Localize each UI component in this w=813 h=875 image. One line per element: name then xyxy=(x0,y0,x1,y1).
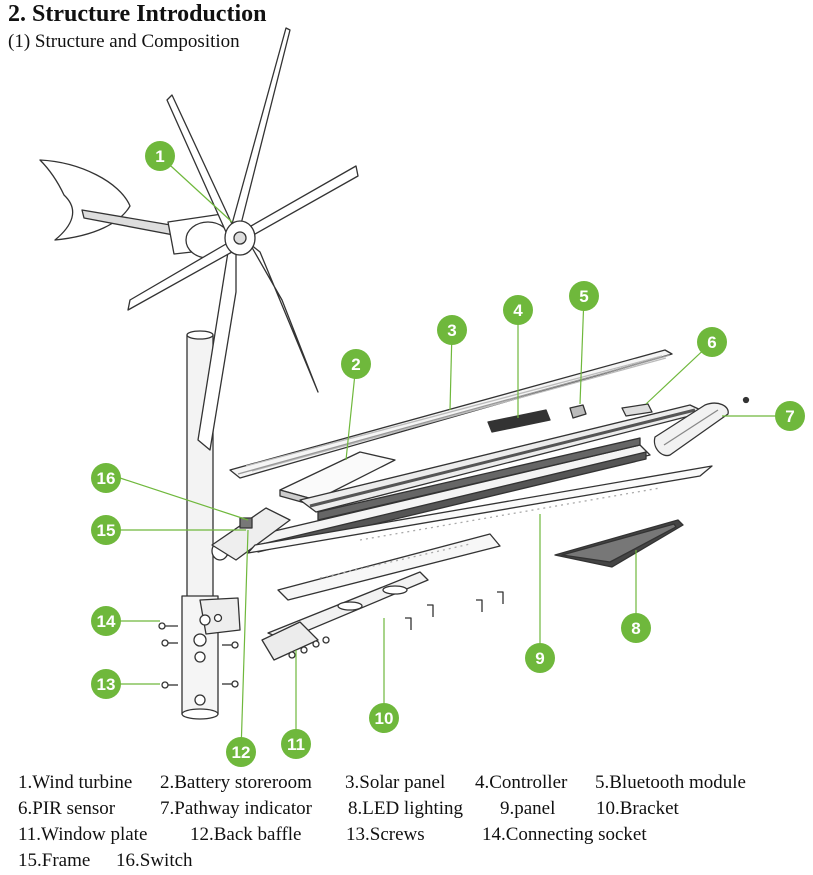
callout-number-15: 15 xyxy=(97,521,116,540)
legend-item-11: 11.Window plate xyxy=(18,824,148,845)
callout-number-6: 6 xyxy=(707,333,716,352)
led-lighting xyxy=(554,519,684,568)
legend-item-12: 12.Back baffle xyxy=(190,824,302,845)
callout-circle-2 xyxy=(341,349,371,379)
callout-circle-3 xyxy=(437,315,467,345)
bluetooth-module xyxy=(569,404,587,419)
callout-circle-12 xyxy=(226,737,256,767)
callout-number-5: 5 xyxy=(579,287,588,306)
leader-lines xyxy=(119,155,790,753)
legend-item-16: 16.Switch xyxy=(116,850,193,871)
pir-sensor xyxy=(621,403,653,417)
socket-screws xyxy=(158,622,239,689)
legend-item-4: 4.Controller xyxy=(475,772,568,793)
callout-circle-10 xyxy=(369,703,399,733)
callout-circle-5 xyxy=(569,281,599,311)
legend-item-15: 15.Frame xyxy=(18,850,91,871)
legend-item-10: 10.Bracket xyxy=(596,798,679,819)
callout-number-10: 10 xyxy=(375,709,394,728)
bracket xyxy=(261,571,429,661)
callout-circle-4 xyxy=(503,295,533,325)
callout-number-14: 14 xyxy=(97,612,116,631)
callout-number-7: 7 xyxy=(785,407,794,426)
callout-circle-6 xyxy=(697,327,727,357)
callout-number-11: 11 xyxy=(287,735,305,754)
page-title: 2. Structure Introduction xyxy=(8,1,267,27)
callout-circle-14 xyxy=(91,606,121,636)
legend-item-13: 13.Screws xyxy=(346,824,425,845)
callout-number-8: 8 xyxy=(631,619,640,638)
callout-circle-13 xyxy=(91,669,121,699)
bracket-screws xyxy=(288,591,504,659)
callout-circle-7 xyxy=(775,401,805,431)
legend-item-2: 2.Battery storeroom xyxy=(160,772,312,793)
controller xyxy=(487,409,551,433)
callout-number-16: 16 xyxy=(97,469,116,488)
callout-circle-1 xyxy=(145,141,175,171)
legend-item-3: 3.Solar panel xyxy=(345,772,446,793)
callout-number-3: 3 xyxy=(447,321,456,340)
legend-item-8: 8.LED lighting xyxy=(348,798,464,819)
callout-circle-8 xyxy=(621,613,651,643)
callout-number-13: 13 xyxy=(97,675,116,694)
section-subtitle: (1) Structure and Composition xyxy=(8,31,240,52)
callout-circle-16 xyxy=(91,463,121,493)
solar-panel xyxy=(229,349,673,479)
legend-item-5: 5.Bluetooth module xyxy=(595,772,746,793)
legend-item-9: 9.panel xyxy=(500,798,556,819)
callout-circle-9 xyxy=(525,643,555,673)
callout-number-12: 12 xyxy=(232,743,251,762)
wind-turbine xyxy=(39,27,359,451)
connecting-socket xyxy=(181,595,241,720)
callout-circle-11 xyxy=(281,729,311,759)
callout-circle-15 xyxy=(91,515,121,545)
callout-number-1: 1 xyxy=(155,147,164,166)
legend-item-14: 14.Connecting socket xyxy=(482,824,647,845)
pathway-indicator xyxy=(653,396,750,457)
legend-item-7: 7.Pathway indicator xyxy=(160,798,312,819)
callout-number-4: 4 xyxy=(513,301,523,320)
bottom-panel xyxy=(247,465,713,601)
legend-item-1: 1.Wind turbine xyxy=(18,772,133,793)
callout-number-2: 2 xyxy=(351,355,360,374)
legend-item-6: 6.PIR sensor xyxy=(18,798,116,819)
callout-number-9: 9 xyxy=(535,649,544,668)
